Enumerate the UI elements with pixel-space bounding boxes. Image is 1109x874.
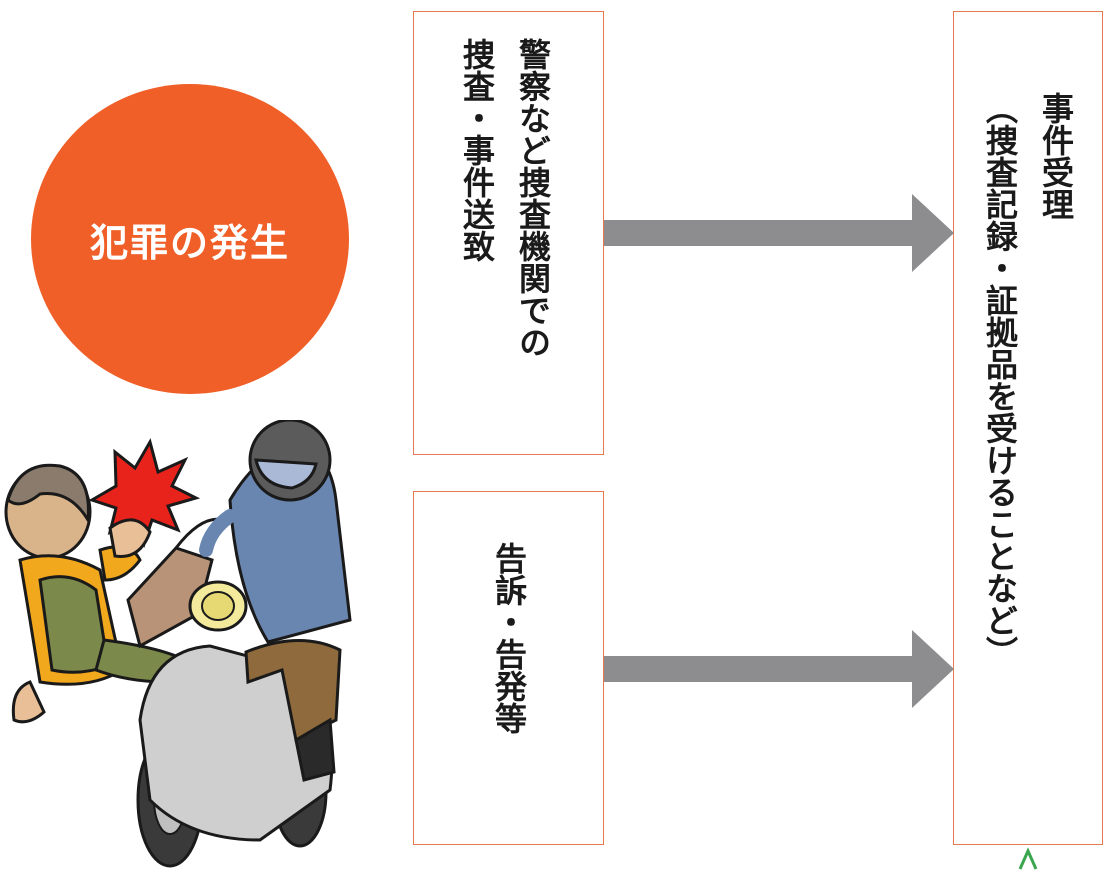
police-investigation-box: 警察など捜査機関での 捜査・事件送致 (413, 11, 604, 455)
rider-figure (199, 420, 352, 782)
police-to-receipt-arrow (604, 194, 954, 272)
victim-woman-figure (4, 463, 178, 724)
complaint-accusation-box: 告訴・告発等 (413, 491, 604, 845)
complaint-to-receipt-arrow (604, 630, 954, 708)
police-investigation-text-line1: 警察など捜査機関での (514, 38, 552, 358)
chevron-up-icon[interactable] (1017, 847, 1039, 871)
case-receipt-box: 事件受理 （捜査記録・証拠品を受けることなど） (953, 11, 1103, 845)
case-receipt-title: 事件受理 (1037, 92, 1075, 220)
case-receipt-detail: （捜査記録・証拠品を受けることなど） (981, 92, 1019, 668)
purse-snatching-illustration (4, 420, 352, 868)
crime-occurrence-label: 犯罪の発生 (89, 220, 290, 265)
impact-starburst-icon (88, 438, 201, 548)
police-investigation-text-line2: 捜査・事件送致 (458, 38, 496, 262)
scooter-figure (136, 580, 334, 868)
crime-occurrence-circle: 犯罪の発生 (31, 84, 349, 394)
complaint-accusation-text: 告訴・告発等 (490, 542, 528, 734)
